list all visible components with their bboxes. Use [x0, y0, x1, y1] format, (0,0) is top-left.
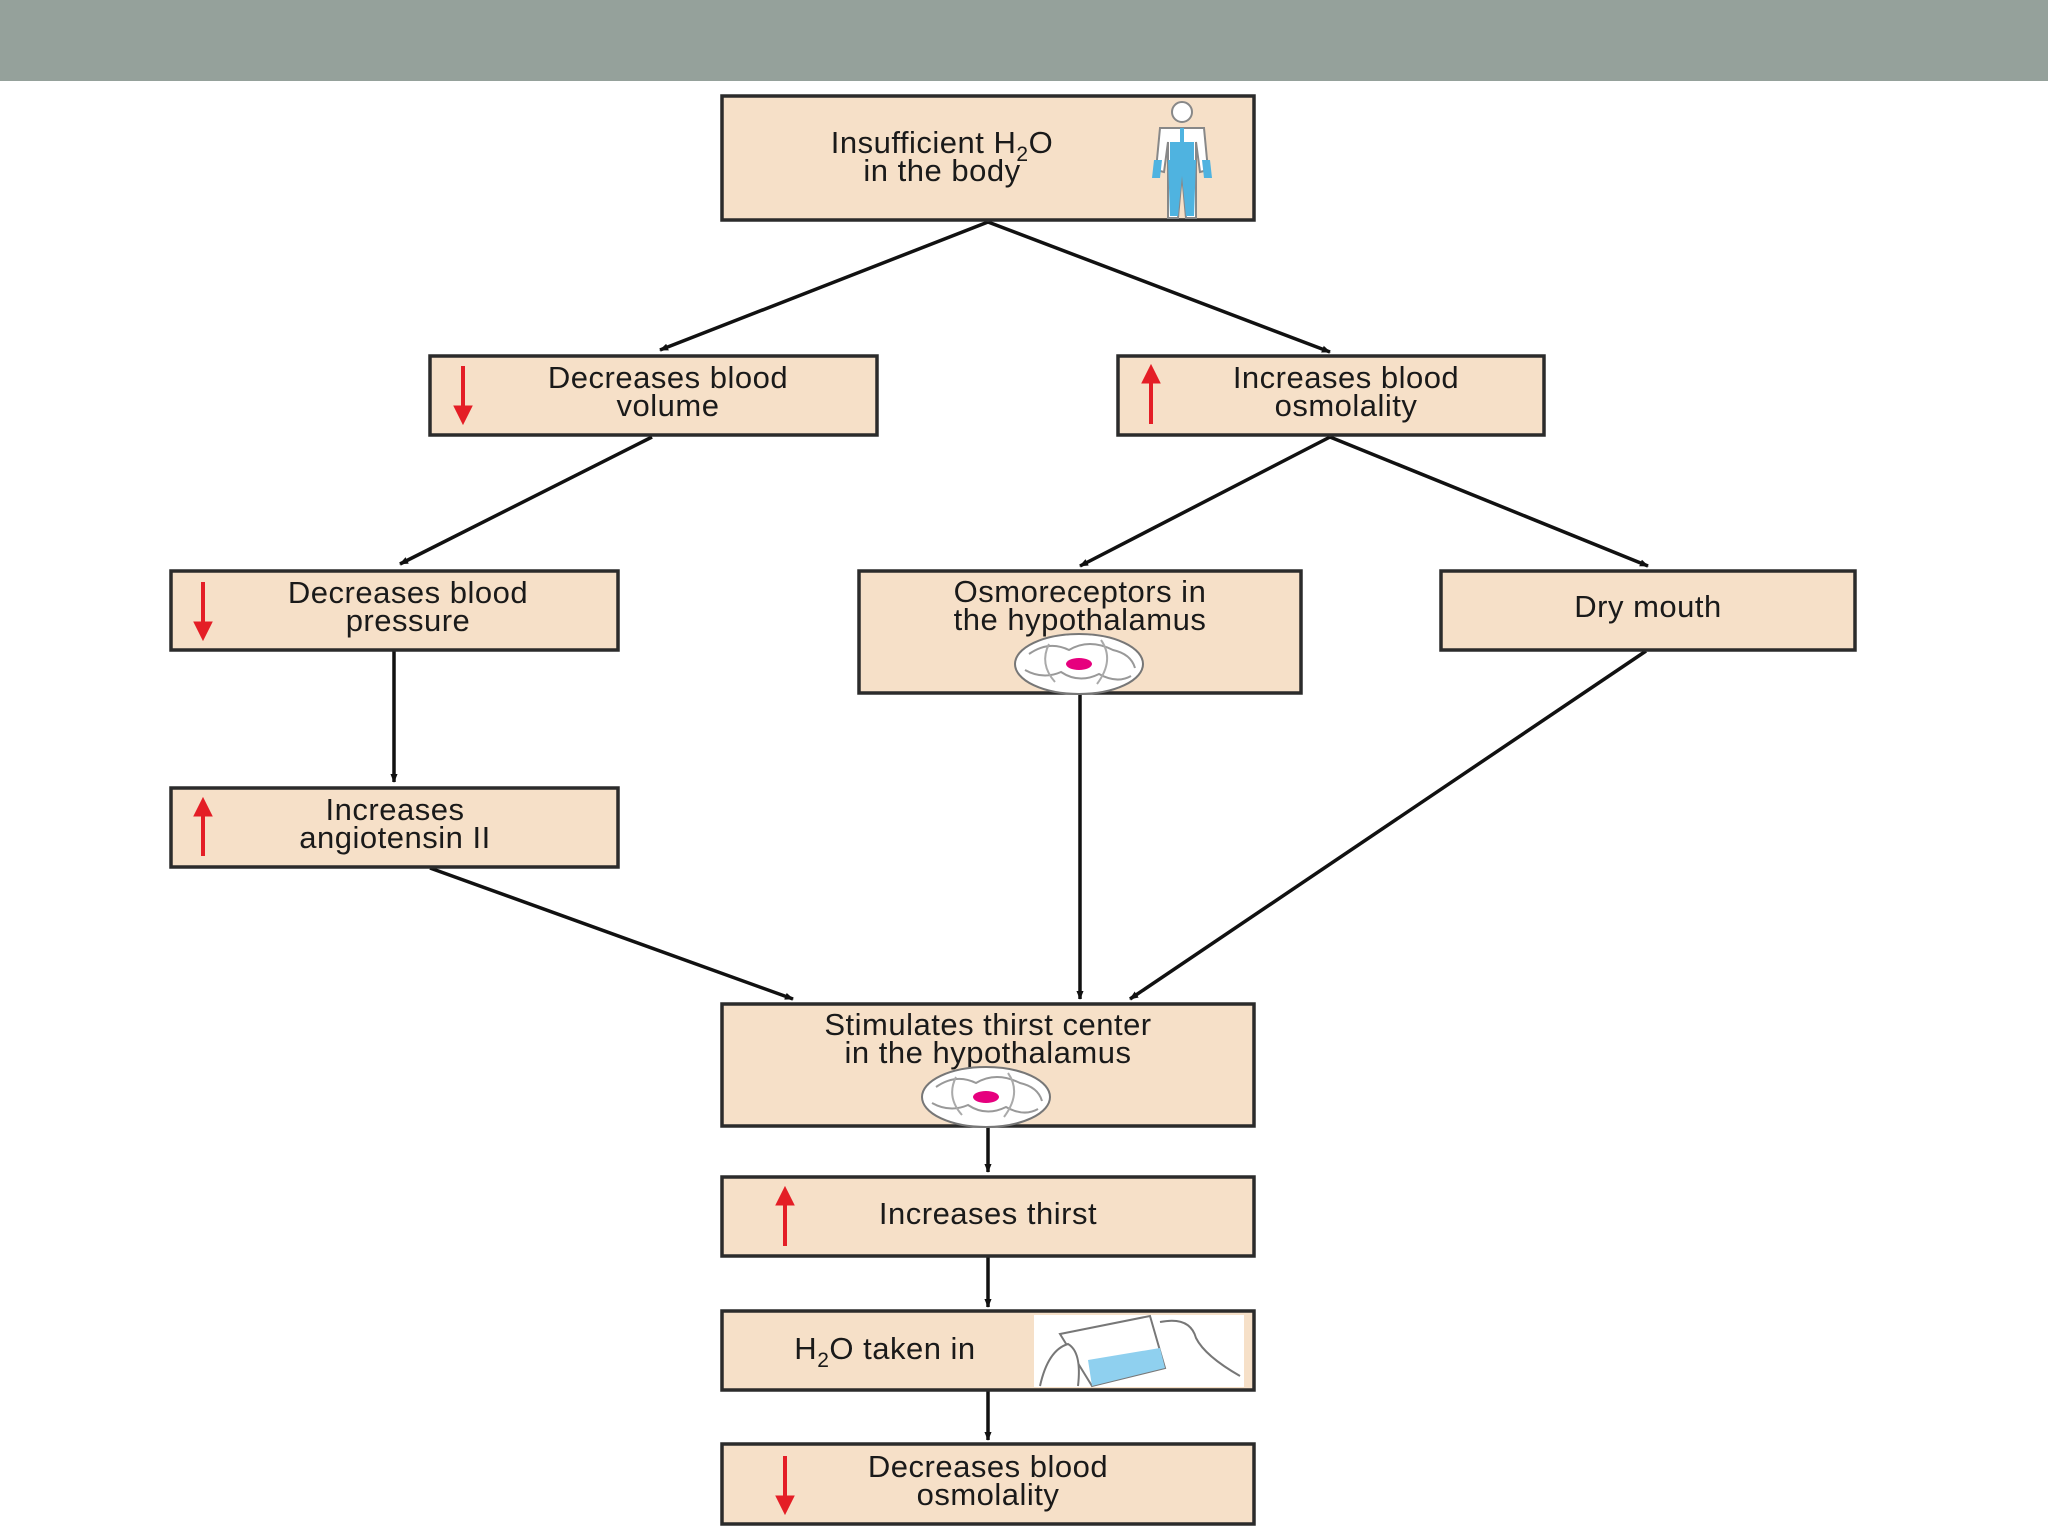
arrow-angiotensin-to-thirst-center	[429, 866, 794, 1001]
node-label-line2: pressure	[346, 603, 471, 638]
brain-icon	[921, 1066, 1051, 1128]
node-increases-angiotensin: Increases angiotensin II	[169, 786, 620, 869]
node-thirst-center: Stimulates thirst center in the hypothal…	[720, 1002, 1256, 1128]
slide-header-bar	[0, 0, 2048, 81]
node-label-line1: Decreases blood	[868, 1449, 1108, 1484]
node-label-line2: in the hypothalamus	[845, 1035, 1132, 1070]
node-label-line1: Decreases blood	[288, 575, 528, 610]
node-label-line1: Increases	[326, 792, 465, 827]
human-body-icon	[1152, 101, 1212, 219]
node-label-line1: Increases thirst	[879, 1196, 1097, 1231]
arrow-osmolality-to-osmoreceptors	[1079, 435, 1331, 568]
node-osmoreceptors: Osmoreceptors in the hypothalamus	[857, 569, 1303, 695]
node-box	[1439, 569, 1857, 652]
node-box	[1116, 354, 1546, 437]
node-increases-blood-osmolality: Increases blood osmolality	[1116, 354, 1546, 437]
up-arrow-icon	[193, 796, 213, 856]
node-decreases-blood-volume: Decreases blood volume	[428, 354, 879, 437]
node-label-line1: H2O taken in	[794, 1331, 975, 1372]
down-arrow-icon	[453, 366, 473, 426]
node-label-line1: Decreases blood	[548, 360, 788, 395]
hypothalamus-spot	[973, 1091, 999, 1103]
node-box	[428, 354, 879, 437]
node-box	[169, 569, 620, 652]
up-arrow-icon	[1141, 363, 1161, 424]
arrow-insufficient-to-volume	[659, 220, 989, 352]
hypothalamus-spot	[1066, 658, 1092, 670]
node-decreases-blood-osmolality: Decreases blood osmolality	[720, 1442, 1256, 1526]
down-arrow-icon	[193, 582, 213, 642]
node-box	[169, 786, 620, 869]
node-box	[720, 1442, 1256, 1526]
node-insufficient-water: Insufficient H2O in the body	[720, 94, 1256, 222]
node-label-line2: the hypothalamus	[954, 602, 1207, 637]
node-box	[720, 1175, 1256, 1258]
node-label-line1: Increases blood	[1233, 360, 1459, 395]
arrow-volume-to-pressure	[399, 435, 653, 566]
node-label-line2: osmolality	[917, 1477, 1060, 1512]
node-label-line1: Stimulates thirst center	[824, 1007, 1151, 1042]
node-label-line2: angiotensin II	[299, 820, 490, 855]
node-dry-mouth: Dry mouth	[1439, 569, 1857, 652]
up-arrow-icon	[775, 1185, 795, 1246]
arrow-dry-mouth-to-thirst-center	[1129, 649, 1647, 1001]
node-label-line2: osmolality	[1275, 388, 1418, 423]
drinking-glass-icon	[1034, 1314, 1244, 1388]
down-arrow-icon	[775, 1456, 795, 1516]
node-label-line2: volume	[617, 388, 720, 423]
arrow-insufficient-to-osmolality	[987, 220, 1331, 354]
node-label-line1: Osmoreceptors in	[954, 574, 1207, 609]
node-label-line2: in the body	[863, 153, 1020, 188]
node-increases-thirst: Increases thirst	[720, 1175, 1256, 1258]
node-label-line1: Insufficient H2O	[831, 125, 1053, 166]
connector-arrows	[390, 220, 1649, 1441]
node-label-line1: Dry mouth	[1574, 589, 1721, 624]
arrow-osmolality-to-dry-mouth	[1329, 435, 1649, 568]
node-water-intake: H2O taken in	[720, 1309, 1256, 1392]
brain-icon	[1014, 633, 1144, 695]
node-decreases-blood-pressure: Decreases blood pressure	[169, 569, 620, 652]
